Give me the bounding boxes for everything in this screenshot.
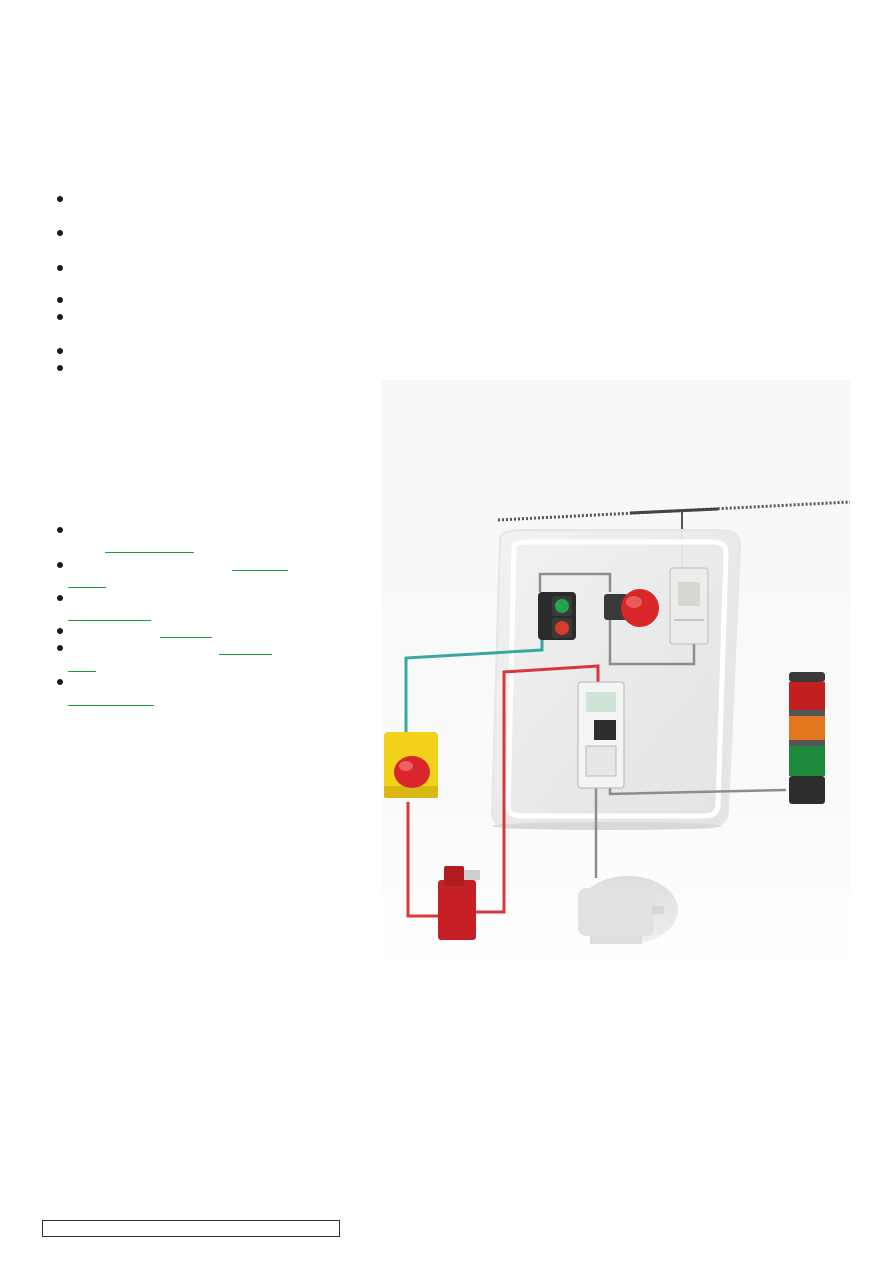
bullet-1 bbox=[57, 196, 63, 202]
emergency-stop-button-icon bbox=[604, 589, 659, 627]
start-stop-pushbutton-icon bbox=[538, 592, 576, 640]
bullet-5 bbox=[57, 314, 63, 320]
link-3[interactable] bbox=[68, 620, 151, 621]
red-cables bbox=[406, 664, 600, 918]
power-supply-icon bbox=[669, 567, 709, 645]
bullet-10 bbox=[57, 595, 63, 601]
bullet-13 bbox=[57, 679, 63, 685]
motor-icon bbox=[578, 876, 678, 944]
internal-wires bbox=[538, 572, 787, 878]
bullet-3 bbox=[57, 265, 63, 271]
link-2b[interactable] bbox=[68, 587, 106, 588]
bullet-4 bbox=[57, 297, 63, 303]
link-1[interactable] bbox=[105, 552, 194, 553]
bullet-12 bbox=[57, 645, 63, 651]
link-5a[interactable] bbox=[219, 654, 272, 655]
control-panel-illustration bbox=[382, 380, 851, 978]
link-5b[interactable] bbox=[68, 671, 96, 672]
signal-tower-icon bbox=[789, 672, 825, 804]
bullet-8 bbox=[57, 527, 63, 533]
bullet-9 bbox=[57, 562, 63, 568]
footer-frame bbox=[42, 1220, 340, 1237]
bullet-11 bbox=[57, 628, 63, 634]
safety-interlock-switch-icon bbox=[438, 866, 480, 940]
bullet-7 bbox=[57, 365, 63, 371]
bullet-2 bbox=[57, 230, 63, 236]
teal-cable bbox=[404, 640, 544, 732]
emergency-stop-box-icon bbox=[384, 732, 438, 798]
motor-starter-icon bbox=[577, 681, 625, 789]
link-4[interactable] bbox=[160, 637, 212, 638]
link-6[interactable] bbox=[68, 705, 154, 706]
bullet-6 bbox=[57, 348, 63, 354]
link-2a[interactable] bbox=[232, 570, 288, 571]
